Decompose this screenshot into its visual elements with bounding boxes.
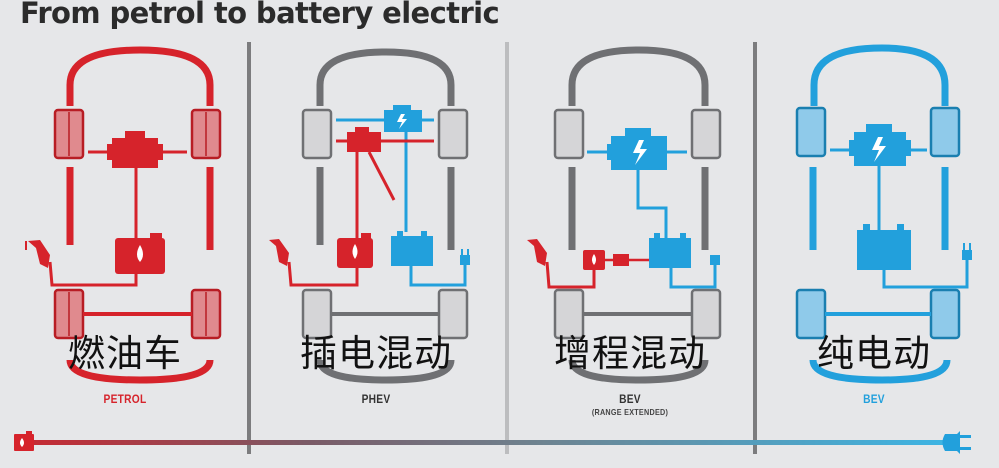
english-sublabel: (RANGE EXTENDED) [591, 407, 669, 417]
panel-divider [753, 42, 757, 454]
battery-icon [391, 231, 433, 266]
fuel-nozzle-icon [25, 240, 50, 268]
bev-drivetrain-diagram [795, 44, 972, 384]
panel-petrol: 燃油车 PETROL [0, 40, 247, 430]
fuel-tank-icon [115, 233, 165, 274]
fuel-can-icon [14, 431, 34, 451]
battery-icon [649, 233, 691, 268]
electric-motor-icon [384, 105, 422, 132]
phev-drivetrain-diagram [269, 48, 470, 384]
chinese-label: 增程混动 [554, 332, 706, 375]
tire-icon [301, 108, 469, 340]
panel-range-extended: 增程混动 BEV (RANGE EXTENDED) [509, 40, 753, 430]
plug-icon [710, 255, 720, 265]
electric-motor-icon [607, 128, 667, 170]
english-label: PETROL [103, 392, 147, 406]
battery-icon [857, 224, 911, 270]
tire-icon [553, 108, 722, 340]
panel-bev: 纯电动 BEV [757, 40, 999, 430]
chinese-label: 燃油车 [68, 332, 182, 375]
fuel-tank-icon [337, 233, 373, 268]
panel-divider [247, 42, 251, 454]
panel-phev: 插电混动 PHEV [251, 40, 505, 430]
english-label: BEV [863, 392, 885, 406]
electric-motor-icon [849, 124, 911, 166]
fuel-nozzle-icon [527, 239, 547, 266]
chinese-label: 纯电动 [817, 332, 931, 375]
fuel-nozzle-icon [269, 239, 289, 266]
range-extended-drivetrain-diagram [527, 46, 722, 384]
plug-icon [962, 243, 972, 260]
plug-icon [460, 249, 470, 265]
timeline-bar [28, 440, 958, 445]
english-label: PHEV [361, 392, 391, 406]
chinese-label: 插电混动 [300, 332, 452, 375]
panel-divider [505, 42, 509, 454]
chassis-bottom [66, 359, 214, 384]
fuel-tank-icon [583, 250, 605, 270]
diagram-title: From petrol to battery electric [20, 0, 500, 30]
engine-icon [347, 127, 381, 152]
transition-timeline [14, 431, 971, 454]
plug-icon [942, 431, 971, 454]
english-label: BEV [619, 392, 641, 406]
petrol-drivetrain-diagram [25, 46, 222, 384]
engine-icon [107, 131, 163, 168]
chassis-top [66, 46, 214, 106]
